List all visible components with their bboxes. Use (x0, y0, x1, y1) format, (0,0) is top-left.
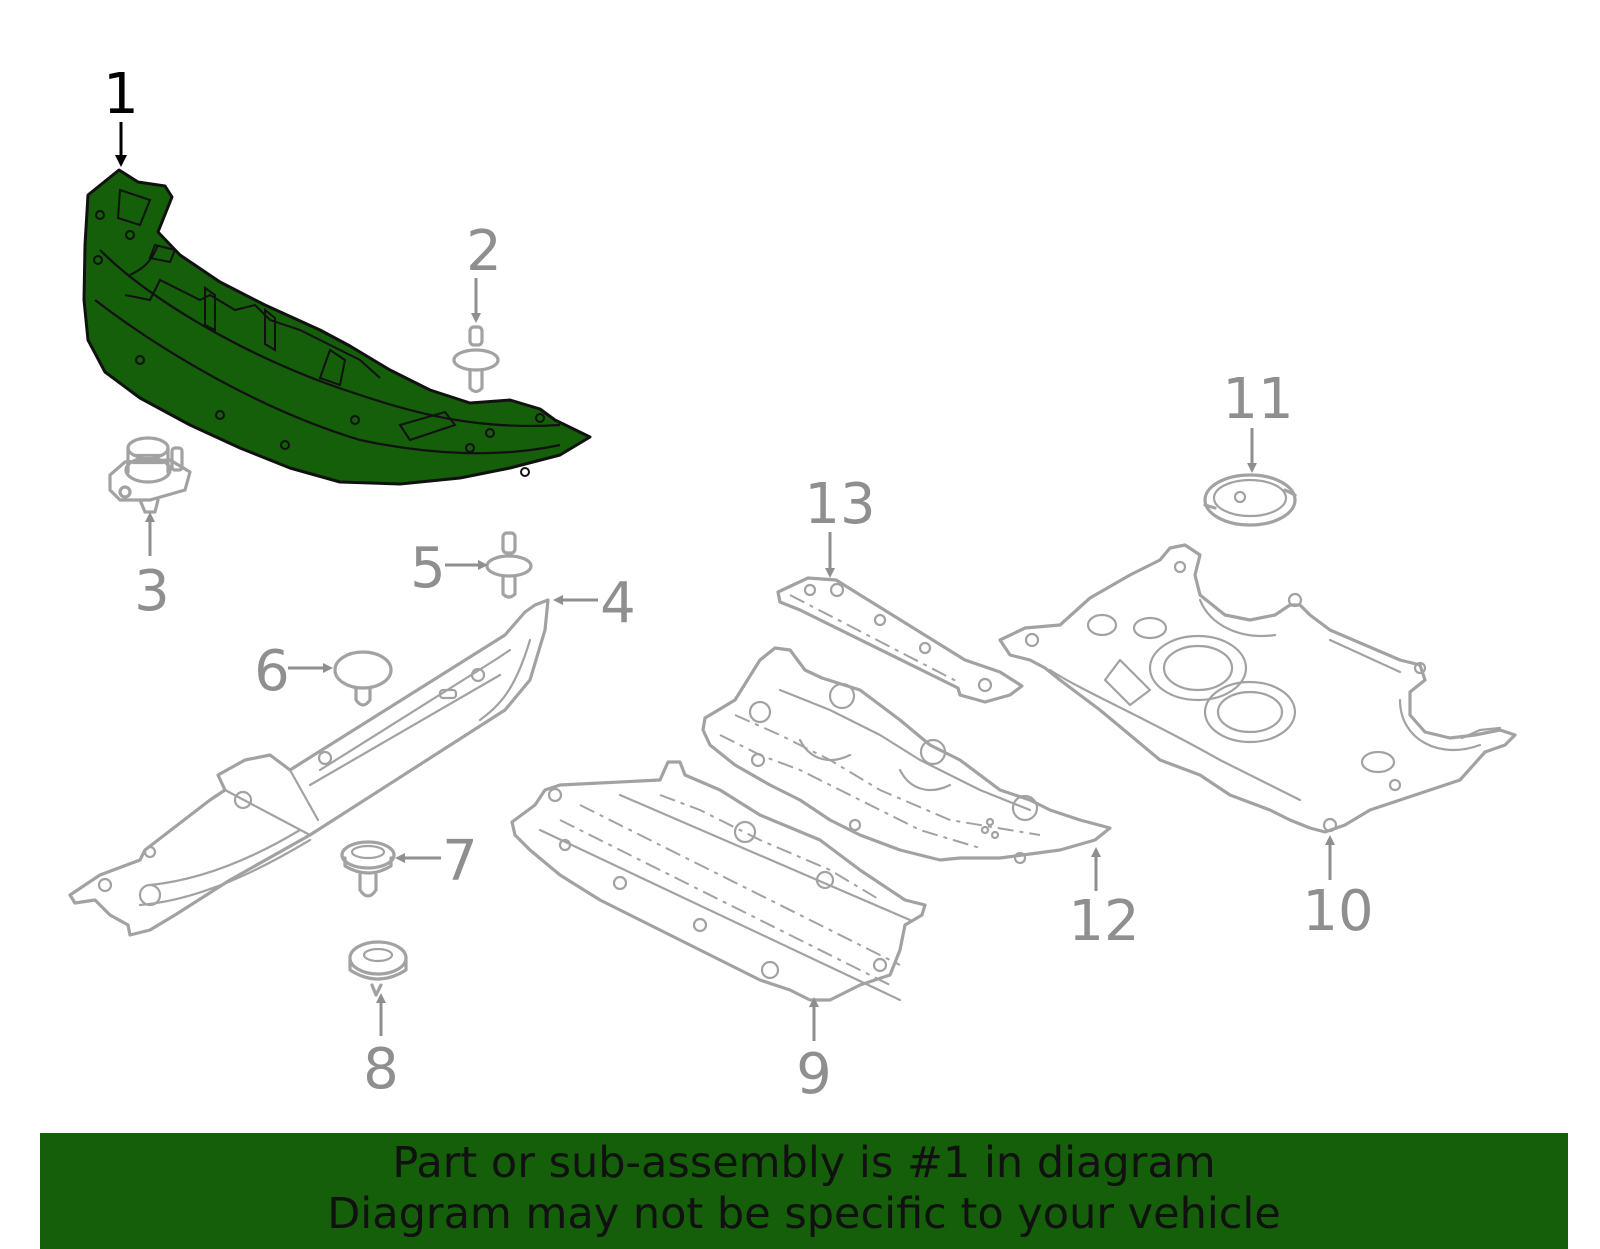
callout-5[interactable]: 5 (410, 536, 446, 601)
part-10-rear-underbody-panel[interactable] (998, 543, 1517, 834)
callout-10[interactable]: 10 (1302, 879, 1373, 944)
callout-13[interactable]: 13 (804, 472, 875, 537)
part-13-bracket-strip[interactable] (776, 576, 1024, 704)
banner-line-part: Part or sub-assembly is #1 in diagram (392, 1138, 1216, 1188)
callout-3[interactable]: 3 (134, 559, 170, 624)
banner-line-disclaimer: Diagram may not be specific to your vehi… (327, 1189, 1281, 1239)
part-12-middle-underbody-panel[interactable] (701, 646, 1112, 865)
part-9-lower-underbody-panel[interactable] (510, 760, 927, 1002)
callout-7[interactable]: 7 (442, 829, 478, 894)
part-6-cap-clip[interactable] (333, 650, 393, 707)
callout-12[interactable]: 12 (1068, 889, 1139, 954)
part-2-push-pin[interactable] (452, 325, 500, 394)
callout-1[interactable]: 1 (103, 62, 139, 127)
part-11-ring-retainer[interactable] (1203, 473, 1297, 527)
callout-2[interactable]: 2 (466, 219, 502, 284)
part-4-side-underbody-panel[interactable] (68, 598, 550, 937)
callout-4[interactable]: 4 (600, 571, 636, 636)
info-banner: Part or sub-assembly is #1 in diagram Di… (40, 1133, 1568, 1249)
part-3-mount-bracket[interactable] (108, 436, 192, 514)
callout-9[interactable]: 9 (796, 1042, 832, 1107)
part-7-retainer-clip[interactable] (340, 840, 396, 898)
part-8-round-clip[interactable] (348, 940, 408, 997)
callout-8[interactable]: 8 (363, 1037, 399, 1102)
callout-11[interactable]: 11 (1222, 367, 1293, 432)
part-5-push-pin[interactable] (485, 531, 533, 599)
part-1-front-underbody-shield[interactable] (82, 168, 592, 486)
callout-6[interactable]: 6 (254, 639, 290, 704)
